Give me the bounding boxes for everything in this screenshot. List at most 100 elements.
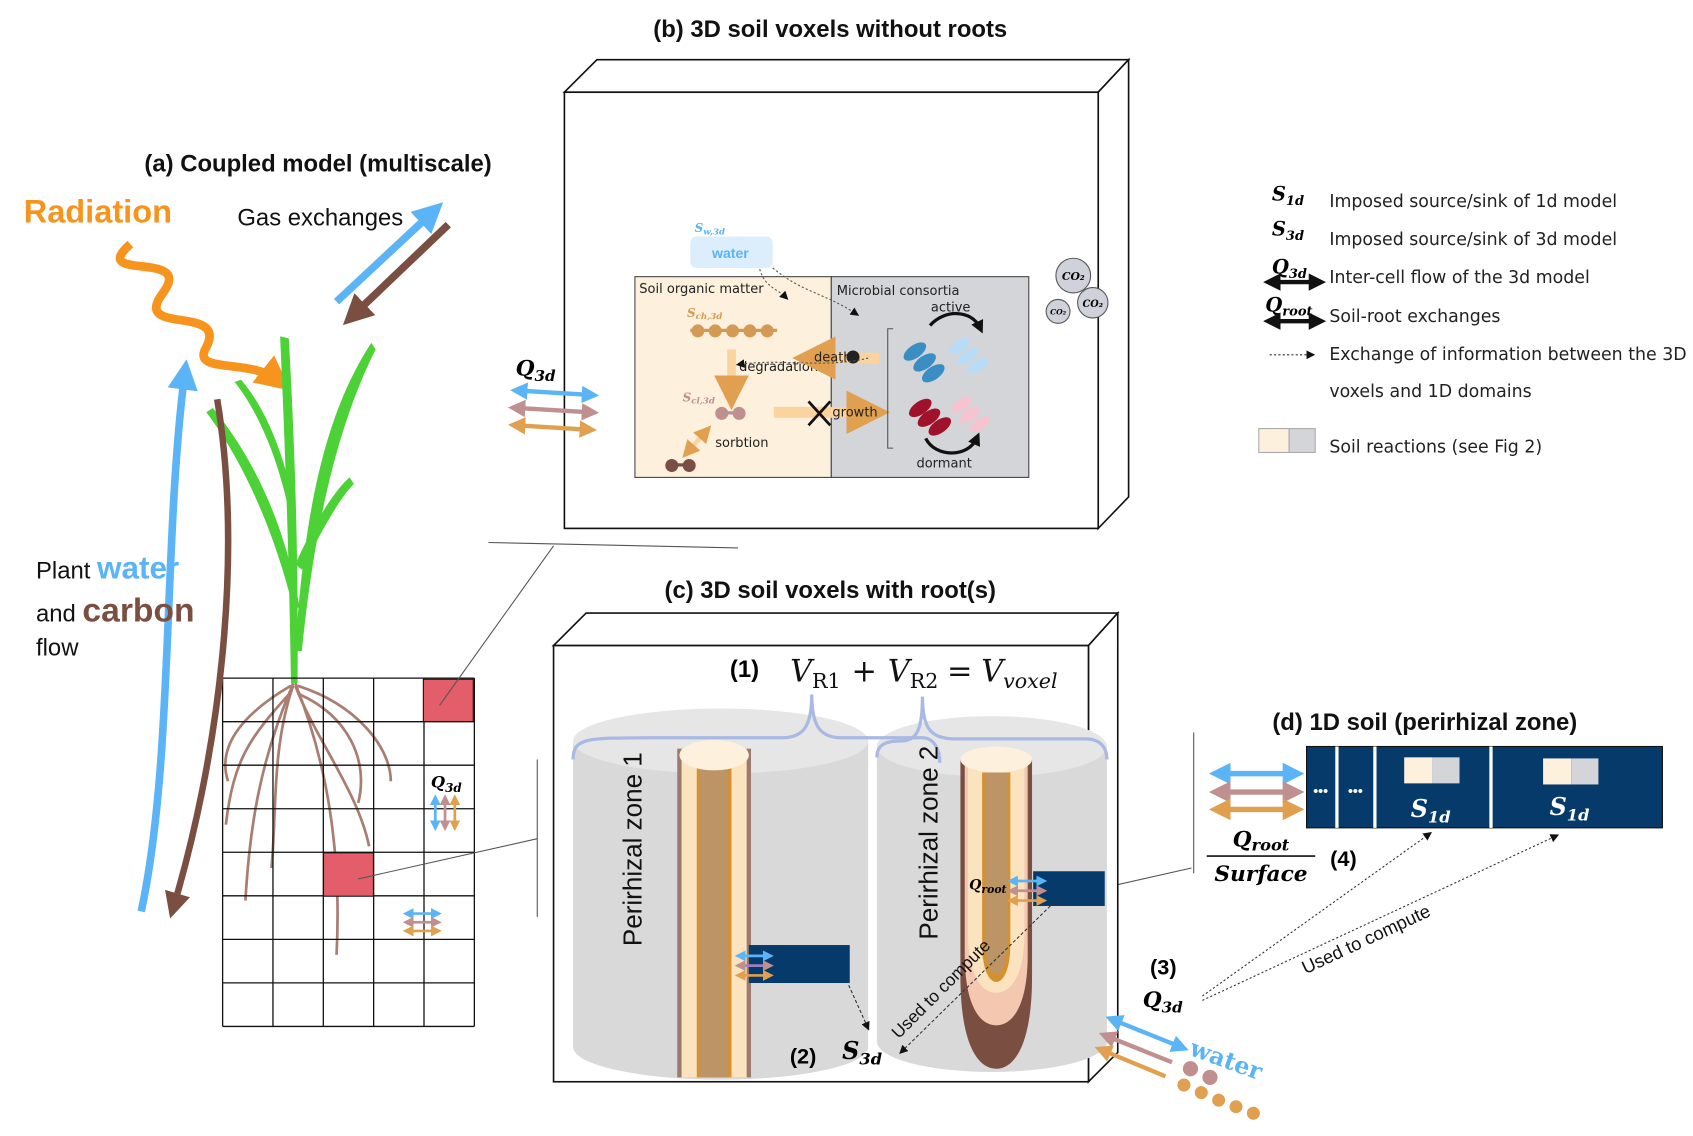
grid-q3d-label: Q3d: [431, 773, 462, 795]
legend-s3d-symbol: S3d: [1272, 217, 1304, 243]
water-pool-label: water: [711, 245, 749, 261]
panel-a-title: (a) Coupled model (multiscale): [144, 150, 491, 177]
b-flux-arrows: [507, 382, 600, 438]
c-s3d-label: S3d: [842, 1037, 883, 1068]
eq-number-2: (2): [790, 1043, 817, 1068]
scl3d-label: Scl,3d: [683, 390, 715, 406]
zone-1-label: Perirhizal zone 1: [617, 752, 647, 946]
gas-in-arrow: [342, 221, 451, 326]
soil-reactions-thumbnail-icon: [1258, 428, 1316, 453]
gas-out-arrow: [333, 202, 444, 305]
co2-label-2: CO₂: [1083, 299, 1104, 310]
s3d-info-arrow-2: [899, 897, 1059, 1054]
plant-water-flow-arrow: [137, 359, 198, 913]
c-qroot-label: Qroot: [969, 878, 1006, 896]
sorbed-carbon-icon: [665, 458, 696, 472]
som-title: Soil organic matter: [639, 282, 764, 297]
root-system: [223, 683, 393, 955]
legend-item-s3d: Imposed source/sink of 3d model: [1329, 230, 1617, 250]
active-microbes-icon: [903, 337, 989, 383]
1d-cell-ellipsis-1: •••: [1313, 782, 1328, 798]
used-to-compute-d: Used to compute: [1298, 900, 1433, 978]
sorbtion-label: sorbtion: [715, 436, 768, 451]
d-flux-arrows: [1208, 762, 1305, 821]
water-pool: [690, 236, 773, 268]
highlighted-voxel-root[interactable]: [322, 852, 374, 897]
qroot-numerator: Qroot: [1233, 827, 1290, 854]
c-q3d-label: Q3d: [1143, 988, 1183, 1016]
1d-cell-ellipsis-2: •••: [1348, 782, 1363, 798]
dormant-cycle-arrow: [924, 432, 980, 455]
legend-item-q3d: Inter-cell flow of the 3d model: [1329, 268, 1589, 288]
co2-label-1: CO₂: [1062, 270, 1085, 283]
volume-equation: VR1+VR2=Vvoxel: [790, 654, 1058, 693]
zoom-connectors: [358, 541, 1195, 917]
plant-flow-label-3: flow: [36, 634, 79, 661]
b-q3d-label: Q3d: [516, 356, 556, 384]
perirhizal-cylinder-1: [573, 708, 869, 1080]
s3d-info-arrow-1: [848, 984, 870, 1031]
skull-icon: [846, 350, 860, 364]
brace-vr1: [571, 694, 942, 763]
plant-shoot: [206, 336, 376, 684]
plant-flow-label-2: and carbon: [36, 593, 195, 630]
eq-number-4: (4): [1330, 846, 1357, 871]
grid-flux-arrows-horizontal: [402, 908, 442, 937]
active-cycle-arrow: [928, 312, 984, 334]
legend-item-exchange-line2: voxels and 1D domains: [1329, 382, 1531, 402]
highlighted-voxel-top[interactable]: [422, 678, 474, 723]
radiation-wave-arrow: [115, 240, 291, 391]
legend-s1d-symbol: S1d: [1272, 183, 1304, 209]
1d-domain-strip: [1305, 745, 1663, 829]
s1d-info-arrow-2: [1202, 834, 1560, 1001]
perirhizal-cylinder-2: [876, 716, 1107, 1072]
1d-domain-link-zone2[interactable]: [1033, 871, 1105, 906]
sch3d-label: Sch,3d: [687, 306, 722, 322]
simple-carbon-icon: [715, 406, 746, 420]
panel-a: (a) Coupled model (multiscale) Radiation…: [24, 150, 1195, 1028]
panel-b: (b) 3D soil voxels without roots Sw,3d w…: [507, 16, 1131, 531]
c-carbon-molecules-icon: [1177, 1061, 1260, 1120]
eq-number-3: (3): [1150, 954, 1177, 979]
zone1-flux-arrows: [734, 950, 774, 981]
legend-item-exchange: Exchange of information between the 3D: [1329, 345, 1686, 365]
zone2-flux-arrows: [1007, 875, 1048, 906]
1d-domain-link-zone1[interactable]: [748, 945, 850, 984]
dormant-label: dormant: [916, 457, 971, 472]
sw3d-label: Sw,3d: [695, 221, 726, 237]
panel-b-title: (b) 3D soil voxels without roots: [653, 16, 1007, 43]
legend-qroot-symbol: Qroot: [1265, 293, 1312, 319]
active-label: active: [931, 300, 971, 315]
dormant-microbes-icon: [908, 396, 991, 436]
degradation-label: degradation: [739, 360, 818, 375]
panel-c-title: (c) 3D soil voxels with root(s): [665, 577, 996, 604]
legend-item-qroot: Soil-root exchanges: [1329, 307, 1500, 327]
co2-bubbles: [1045, 257, 1109, 324]
gas-exchanges-label: Gas exchanges: [237, 205, 403, 232]
sorbtion-arrow: [682, 425, 712, 458]
co2-label-3: CO₂: [1050, 308, 1067, 317]
grid-flux-arrows-vertical: [429, 794, 461, 832]
plant-flow-label-1: Plant water: [36, 550, 179, 585]
1d-cell-dividers: [1335, 746, 1493, 828]
brace-vr2: [875, 696, 1109, 760]
microbial-title: Microbial consortia: [837, 284, 960, 299]
zone-2-label: Perirhizal zone 2: [914, 746, 944, 940]
panel-d-title: (d) 1D soil (perirhizal zone): [1272, 709, 1577, 736]
panel-c: (c) 3D soil voxels with root(s) (1) VR1+…: [551, 577, 1560, 1120]
legend-q3d-symbol: Q3d: [1272, 255, 1307, 281]
growth-label: growth: [832, 406, 877, 421]
plant-carbon-flow-arrow: [165, 398, 232, 919]
surface-denominator: Surface: [1214, 862, 1307, 887]
1d-cell-reactions-icon-2: [1543, 758, 1599, 785]
s1d-info-arrow-1: [1202, 832, 1432, 997]
complex-carbon-chain-icon: [690, 324, 778, 338]
1d-cell-reactions-icon-1: [1404, 757, 1460, 784]
c-outflux-arrows: [1094, 1015, 1189, 1079]
eq-number-1: (1): [730, 656, 759, 683]
c-water-label: water: [1185, 1034, 1266, 1086]
radiation-label: Radiation: [24, 193, 172, 229]
1d-cell-s1d-1: S1d: [1411, 795, 1452, 826]
1d-cell-s1d-2: S1d: [1550, 793, 1591, 824]
